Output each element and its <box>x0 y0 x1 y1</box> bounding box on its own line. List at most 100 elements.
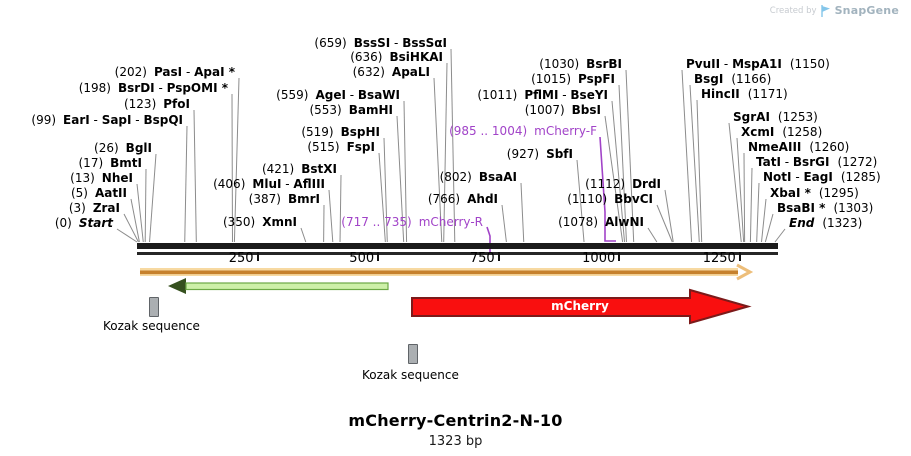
enzyme-connector-line <box>625 69 635 243</box>
ruler-tick-label: 1250 <box>702 251 736 266</box>
site-position: (1258) <box>782 125 823 139</box>
enzyme-site-label[interactable]: (519)BspHI <box>301 125 380 139</box>
site-name: BamHI <box>348 103 393 117</box>
snapgene-flag-icon <box>820 4 830 17</box>
map-title: mCherry-Centrin2-N-10 <box>348 411 563 430</box>
site-position: (1260) <box>809 140 850 154</box>
enzyme-site-label[interactable]: (13)NheI <box>70 171 133 185</box>
site-position: (1030) <box>539 57 580 71</box>
enzyme-site-label[interactable]: (99)EarI - SapI - BspQI <box>31 113 183 127</box>
kozak-marker[interactable] <box>149 297 159 317</box>
site-position: (1011) <box>477 88 518 102</box>
ruler-tick-label: 1000 <box>582 251 616 266</box>
site-name: NmeAIII <box>748 140 802 154</box>
enzyme-site-label[interactable]: (198)BsrDI - PspOMI * <box>79 81 228 95</box>
site-name: DrdI <box>632 177 661 191</box>
enzyme-site-label[interactable]: XbaI *(1295) <box>770 186 859 200</box>
enzyme-connector-line <box>144 168 147 243</box>
site-position: (927) <box>506 147 540 161</box>
primer-label-mcherry-f[interactable]: (985 .. 1004)mCherry-F <box>449 124 597 138</box>
enzyme-site-label[interactable]: (17)BmtI <box>79 156 143 170</box>
ruler-tick-mark <box>618 252 621 261</box>
mcherry-feature-arrow[interactable] <box>411 288 752 325</box>
enzyme-site-label[interactable]: (387)BmrI <box>249 192 320 206</box>
reverse-strand-arrowhead-icon <box>168 278 186 294</box>
site-name: EarI - SapI - BspQI <box>63 113 183 127</box>
enzyme-site-label[interactable]: (766)AhdI <box>428 192 498 206</box>
site-position: (1285) <box>840 170 881 184</box>
enzyme-site-label[interactable]: (406)MluI - AflIII <box>213 177 325 191</box>
feature-start-label[interactable]: (0)Start <box>55 216 113 230</box>
enzyme-site-label[interactable]: BsaBI *(1303) <box>777 201 873 215</box>
enzyme-site-label[interactable]: HincII(1171) <box>701 87 788 101</box>
enzyme-connector-line <box>774 228 786 243</box>
site-position: (636) <box>350 50 383 64</box>
enzyme-site-label[interactable]: (553)BamHI <box>309 103 393 117</box>
vector-backbone-arrow[interactable] <box>140 268 738 276</box>
enzyme-connector-line <box>193 109 197 243</box>
enzyme-site-label[interactable]: (202)PasI - ApaI * <box>115 65 235 79</box>
enzyme-site-label[interactable]: (1030)BsrBI <box>539 57 622 71</box>
kozak-label[interactable]: Kozak sequence <box>103 319 200 333</box>
enzyme-connector-line <box>378 152 386 243</box>
site-name: AgeI - BsaWI <box>315 88 400 102</box>
enzyme-site-label[interactable]: (1110)BbvCI <box>567 192 653 206</box>
primer-connector-line <box>599 136 616 242</box>
enzyme-site-label[interactable]: (123)PfoI <box>124 97 190 111</box>
enzyme-site-label[interactable]: (559) AgeI - BsaWI <box>276 88 400 102</box>
enzyme-site-label[interactable]: PvuII - MspA1I(1150) <box>686 57 830 71</box>
enzyme-connector-line <box>501 204 507 243</box>
site-position: (1303) <box>833 201 874 215</box>
enzyme-connector-line <box>764 213 774 243</box>
kozak-marker[interactable] <box>408 344 418 364</box>
enzyme-site-label[interactable]: SgrAI(1253) <box>733 110 818 124</box>
enzyme-site-label[interactable]: (1078)AlwNI <box>558 215 644 229</box>
enzyme-connector-line <box>656 204 673 243</box>
enzyme-site-label[interactable]: BsgI(1166) <box>694 72 771 86</box>
enzyme-site-label[interactable]: (636)BsiHKAI <box>350 50 443 64</box>
site-position: (659) <box>314 36 347 50</box>
enzyme-site-label[interactable]: (659)BssSI - BssSαI <box>314 36 447 50</box>
site-position: (559) <box>276 88 309 102</box>
enzyme-site-label[interactable]: NotI - EagI (1285) <box>763 170 881 184</box>
enzyme-connector-line <box>728 122 742 243</box>
site-name: PfoI <box>163 97 190 111</box>
enzyme-site-label[interactable]: (26)BglI <box>94 141 152 155</box>
site-position: (802) <box>439 170 472 184</box>
enzyme-connector-line <box>756 182 760 243</box>
created-by-text: Created by <box>769 5 817 16</box>
sequence-ruler-bar <box>137 243 778 249</box>
enzyme-site-label[interactable]: (927)SbfI <box>507 147 573 161</box>
primer-label-mcherry-r[interactable]: (717 .. 735)mCherry-R <box>341 215 483 229</box>
enzyme-site-label[interactable]: (1007)BbsI <box>525 103 601 117</box>
enzyme-site-label[interactable]: (3)ZraI <box>69 201 120 215</box>
enzyme-site-label[interactable]: (515)FspI <box>307 140 375 154</box>
site-position: (1166) <box>731 72 772 86</box>
enzyme-connector-line <box>520 182 525 243</box>
enzyme-site-label[interactable]: (1112)DrdI <box>585 177 661 191</box>
site-name: NotI - EagI <box>763 170 833 184</box>
enzyme-site-label[interactable]: (632)ApaLI <box>353 65 430 79</box>
reverse-strand-feature-arrow[interactable] <box>185 282 389 291</box>
enzyme-site-label[interactable]: (350)XmnI <box>223 215 297 229</box>
site-position: (3) <box>68 201 86 215</box>
site-name: BbvCI <box>614 192 653 206</box>
primer-range: (717 .. 735) <box>341 215 412 229</box>
feature-end-label[interactable]: End(1323) <box>789 216 862 230</box>
enzyme-site-label[interactable]: NmeAIII (1260) <box>748 140 849 154</box>
enzyme-site-label[interactable]: (1015)PspFI <box>531 72 615 86</box>
kozak-label[interactable]: Kozak sequence <box>362 368 459 382</box>
enzyme-site-label[interactable]: (1011)PflMI - BseYI <box>477 88 608 102</box>
site-position: (406) <box>213 177 246 191</box>
enzyme-site-label[interactable]: (5)AatII <box>71 186 127 200</box>
enzyme-site-label[interactable]: TatI - BsrGI(1272) <box>756 155 877 169</box>
enzyme-site-label[interactable]: XcmI(1258) <box>741 125 822 139</box>
ruler-tick-mark <box>377 252 380 261</box>
enzyme-site-label[interactable]: (421)BstXI <box>262 162 337 176</box>
enzyme-connector-line <box>130 198 140 243</box>
enzyme-site-label[interactable]: (802)BsaAI <box>440 170 517 184</box>
enzyme-connector-line <box>604 115 624 243</box>
ruler-tick-label: 750 <box>469 251 495 266</box>
site-name: AatII <box>94 186 127 200</box>
site-position: (1150) <box>789 57 830 71</box>
